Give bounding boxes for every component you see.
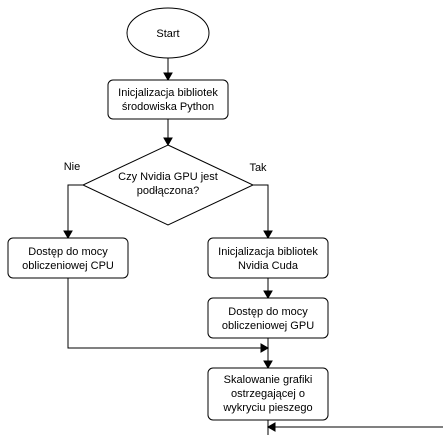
arrowhead-icon: [260, 343, 270, 353]
init-cuda-box: [207, 237, 329, 279]
gpu-access-box: [207, 297, 329, 339]
edge-label-yes: Tak: [249, 162, 267, 174]
gpu-access-line2: obliczeniowej GPU: [222, 320, 314, 332]
gpu-check-node: Czy Nvidia GPU jest podłączona?: [81, 144, 255, 226]
arrowhead-icon: [63, 230, 73, 240]
init-cuda-node: Inicjalizacja bibliotek Nvidia Cuda: [207, 237, 329, 279]
cpu-access-box: [7, 237, 129, 279]
cpu-access-line1: Dostęp do mocy: [28, 246, 108, 258]
arrowhead-icon: [263, 290, 273, 300]
arrowhead-icon: [163, 137, 173, 147]
init-cuda-line2: Nvidia Cuda: [238, 260, 299, 272]
scaling-line2: ostrzegającej o: [231, 388, 305, 400]
scaling-line3: wykryciu pieszego: [222, 402, 312, 414]
edge-gpu-access-to-scaling: [263, 338, 273, 370]
edge-start-to-init-python: [163, 58, 173, 82]
edge-loop-back-incoming: [266, 422, 443, 432]
scaling-node: Skalowanie grafiki ostrzegającej o wykry…: [207, 367, 329, 421]
init-python-line2: środowiska Python: [122, 101, 214, 113]
edge-decision-no: Nie: [63, 161, 83, 240]
edge-init-python-to-decision: [163, 119, 173, 147]
init-python-line1: Inicjalizacja bibliotek: [118, 87, 218, 99]
cpu-access-node: Dostęp do mocy obliczeniowej CPU: [7, 237, 129, 279]
arrowhead-icon: [266, 422, 276, 432]
scaling-line1: Skalowanie grafiki: [224, 374, 313, 386]
arrowhead-icon: [163, 72, 173, 82]
start-node: Start: [126, 7, 210, 59]
edge-decision-yes: Tak: [249, 162, 273, 240]
gpu-access-node: Dostęp do mocy obliczeniowej GPU: [207, 297, 329, 339]
gpu-check-line2: podłączona?: [137, 185, 199, 197]
gpu-check-line1: Czy Nvidia GPU jest: [118, 171, 218, 183]
gpu-access-line1: Dostęp do mocy: [228, 306, 308, 318]
edge-label-no: Nie: [64, 161, 81, 173]
init-python-box: [107, 79, 229, 120]
arrowhead-icon: [263, 360, 273, 370]
edge-cpu-access-to-scaling: [67, 278, 270, 353]
gpu-check-diamond: [81, 144, 255, 226]
arrowhead-icon: [263, 230, 273, 240]
cpu-access-line2: obliczeniowej CPU: [22, 260, 114, 272]
edge-init-cuda-to-gpu-access: [263, 278, 273, 300]
init-python-node: Inicjalizacja bibliotek środowiska Pytho…: [107, 79, 229, 120]
start-label: Start: [156, 28, 179, 40]
init-cuda-line1: Inicjalizacja bibliotek: [218, 246, 318, 258]
